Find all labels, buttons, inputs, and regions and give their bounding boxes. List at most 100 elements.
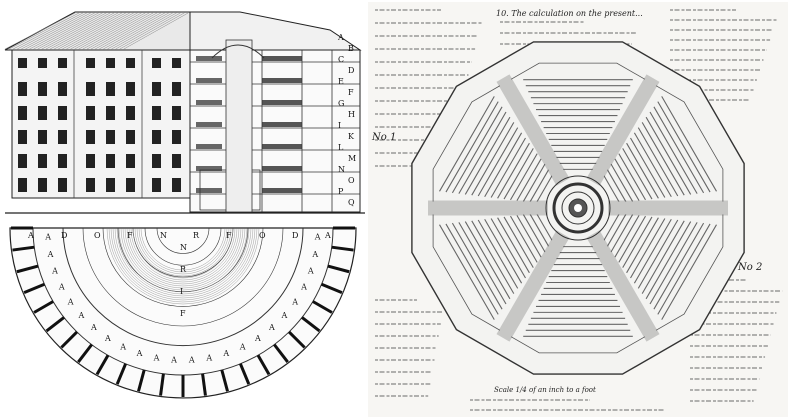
gallery-step	[610, 163, 634, 202]
window	[126, 82, 135, 96]
gallery-rail	[196, 144, 222, 149]
window	[106, 130, 115, 144]
roof-hatch-line	[111, 12, 177, 50]
cell-partition	[321, 282, 343, 295]
plate-letter: O	[348, 176, 355, 185]
window	[18, 82, 27, 96]
gallery-step	[661, 96, 717, 192]
cell-partition	[239, 363, 251, 385]
window	[172, 106, 181, 120]
cell-letter: A	[119, 342, 126, 351]
roof-hatch-line	[33, 12, 103, 50]
roof-hatch-line	[66, 12, 134, 50]
plate-letter: L	[338, 143, 344, 152]
cell-letter: A	[67, 297, 74, 306]
gallery-step	[510, 153, 538, 201]
cell-partition	[201, 373, 207, 396]
plan-top-letter: A	[324, 231, 331, 240]
window	[86, 82, 95, 96]
gallery-step	[477, 127, 519, 197]
cell-letter: A	[254, 334, 261, 343]
roof-hatch-line	[82, 12, 150, 50]
roof-hatch-line	[29, 12, 99, 50]
cell-letter: A	[222, 349, 229, 358]
plan-top-letter: O	[94, 231, 101, 240]
roof-hatch-line	[99, 12, 165, 50]
gallery-step	[458, 111, 507, 194]
cell-partition	[288, 330, 306, 349]
gallery-step	[503, 216, 534, 268]
gallery-step	[637, 219, 679, 289]
window	[38, 82, 47, 96]
plan-step-ring	[128, 227, 238, 283]
gallery-rail	[196, 188, 222, 193]
window	[38, 130, 47, 144]
window	[126, 106, 135, 120]
cell-partition	[45, 316, 65, 333]
gallery-rail	[196, 122, 222, 127]
window	[172, 130, 181, 144]
cell-letter: A	[311, 250, 318, 259]
cell-letter: A	[136, 349, 143, 358]
plan-center-letter: I	[180, 287, 183, 296]
plate-letter: F	[348, 88, 354, 97]
gallery-step	[606, 213, 627, 248]
gallery-step	[602, 174, 621, 204]
central-hub-ring	[561, 191, 595, 225]
window	[152, 106, 161, 120]
gallery-step	[535, 174, 554, 204]
cell-letter: A	[307, 266, 314, 275]
window	[86, 154, 95, 168]
gallery-step	[618, 153, 646, 201]
manuscript-heading: 10. The calculation on the present...	[496, 9, 643, 18]
window	[58, 178, 67, 192]
window	[38, 106, 47, 120]
gallery-rail	[196, 100, 222, 105]
plate-number-right: No 2	[737, 262, 762, 273]
cell-partition	[137, 369, 146, 392]
window	[152, 130, 161, 144]
cell-partition	[95, 354, 110, 376]
corridor-edge	[496, 74, 570, 186]
gallery-step	[645, 221, 692, 300]
cell-partition	[301, 316, 321, 333]
plate-letter: N	[338, 165, 345, 174]
plan-ring	[156, 227, 210, 254]
plan-outer-wall	[9, 227, 357, 399]
gallery-step	[458, 222, 507, 305]
cell-letter: A	[239, 342, 246, 351]
corridor-edge	[496, 230, 570, 342]
gallery-step	[637, 127, 679, 197]
window	[152, 82, 161, 96]
gallery-step	[490, 137, 526, 198]
window	[18, 130, 27, 144]
gallery-step	[490, 218, 526, 279]
window	[86, 130, 95, 144]
gallery-step	[633, 132, 672, 198]
gallery-step	[653, 222, 705, 310]
cell-letter: A	[44, 233, 51, 242]
window	[106, 58, 115, 68]
cell-partition	[273, 343, 289, 363]
gallery-step	[464, 221, 511, 300]
cell-letter: A	[58, 282, 65, 291]
roof-section	[189, 11, 362, 51]
window	[58, 130, 67, 144]
gallery-step	[445, 101, 499, 193]
plan-ring	[117, 227, 249, 292]
roof-hatch-line	[25, 12, 95, 50]
plan-center-letter: R	[180, 265, 187, 274]
plan-top-letter: N	[160, 231, 167, 240]
window	[38, 58, 47, 68]
plan-top-letter: F	[226, 231, 232, 240]
plan-ring	[62, 227, 304, 347]
cell-letter: A	[90, 323, 97, 332]
cell-letter: A	[47, 250, 54, 259]
window	[18, 58, 27, 68]
gallery-step	[510, 215, 538, 263]
gallery-step	[471, 122, 515, 196]
gallery-rail	[196, 78, 222, 83]
plan-center-letter: F	[180, 309, 186, 318]
plate-letter: C	[338, 55, 344, 64]
